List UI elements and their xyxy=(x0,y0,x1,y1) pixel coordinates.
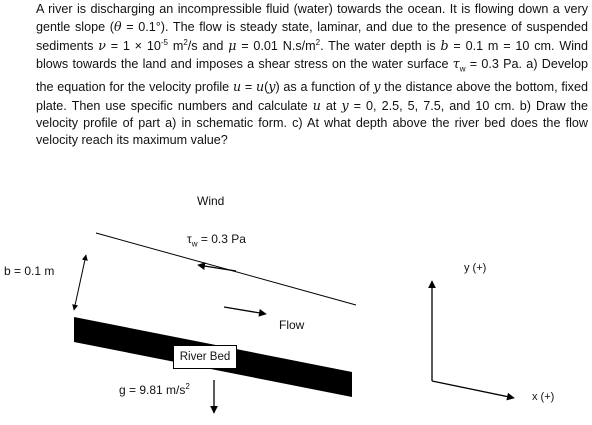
y-axis-label: y (+) xyxy=(464,262,487,274)
wind-shear-arrow xyxy=(197,262,237,272)
riverbed-label: River Bed xyxy=(173,345,237,369)
gravity-label: g = 9.81 m/s2 xyxy=(119,382,190,397)
x-axis-label: x (+) xyxy=(532,391,555,403)
wind-label: Wind xyxy=(197,194,225,208)
shear-stress-label: τw = 0.3 Pa xyxy=(187,232,246,249)
depth-label: b = 0.1 m xyxy=(4,264,55,278)
depth-arrow xyxy=(72,254,88,311)
problem-statement: A river is discharging an incompressible… xyxy=(36,2,589,148)
x-axis-arrow xyxy=(431,380,515,401)
flow-arrow xyxy=(223,306,267,317)
flow-label: Flow xyxy=(279,318,305,332)
